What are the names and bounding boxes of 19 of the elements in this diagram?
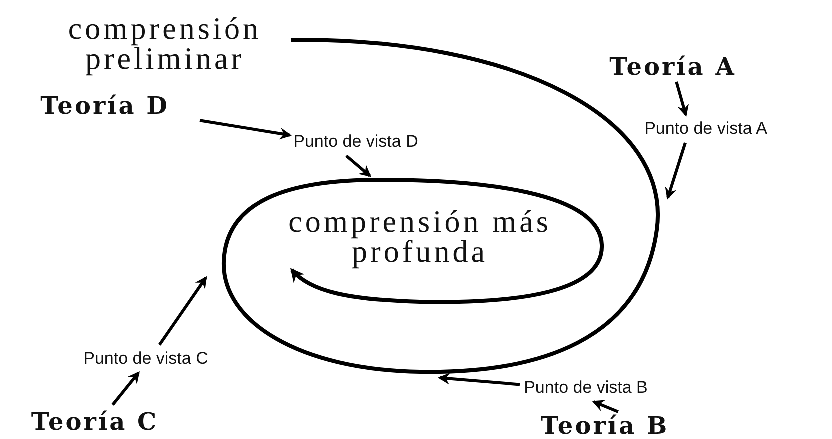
arrow <box>200 119 292 140</box>
arrow <box>346 154 372 178</box>
stage-label: comprensión más profunda <box>255 205 585 269</box>
theory-label: Teoría D <box>10 88 200 122</box>
theory-label: Teoría C <box>5 405 185 437</box>
arrow <box>675 82 690 117</box>
arrow <box>592 400 619 414</box>
arrow <box>112 371 140 406</box>
arrow <box>665 142 687 200</box>
viewpoint-label: Punto de vista D <box>290 128 422 156</box>
viewpoint-label: Punto de vista B <box>520 374 652 402</box>
theory-label: Teoría A <box>598 50 748 82</box>
stage-label: comprensión preliminar <box>40 12 290 76</box>
arrow <box>158 276 208 346</box>
theory-label: Teoría B <box>520 412 690 439</box>
spiral-arrow <box>222 38 660 374</box>
arrow <box>438 372 520 386</box>
viewpoint-label: Punto de vista C <box>80 345 212 373</box>
viewpoint-label: Punto de vista A <box>640 115 772 143</box>
